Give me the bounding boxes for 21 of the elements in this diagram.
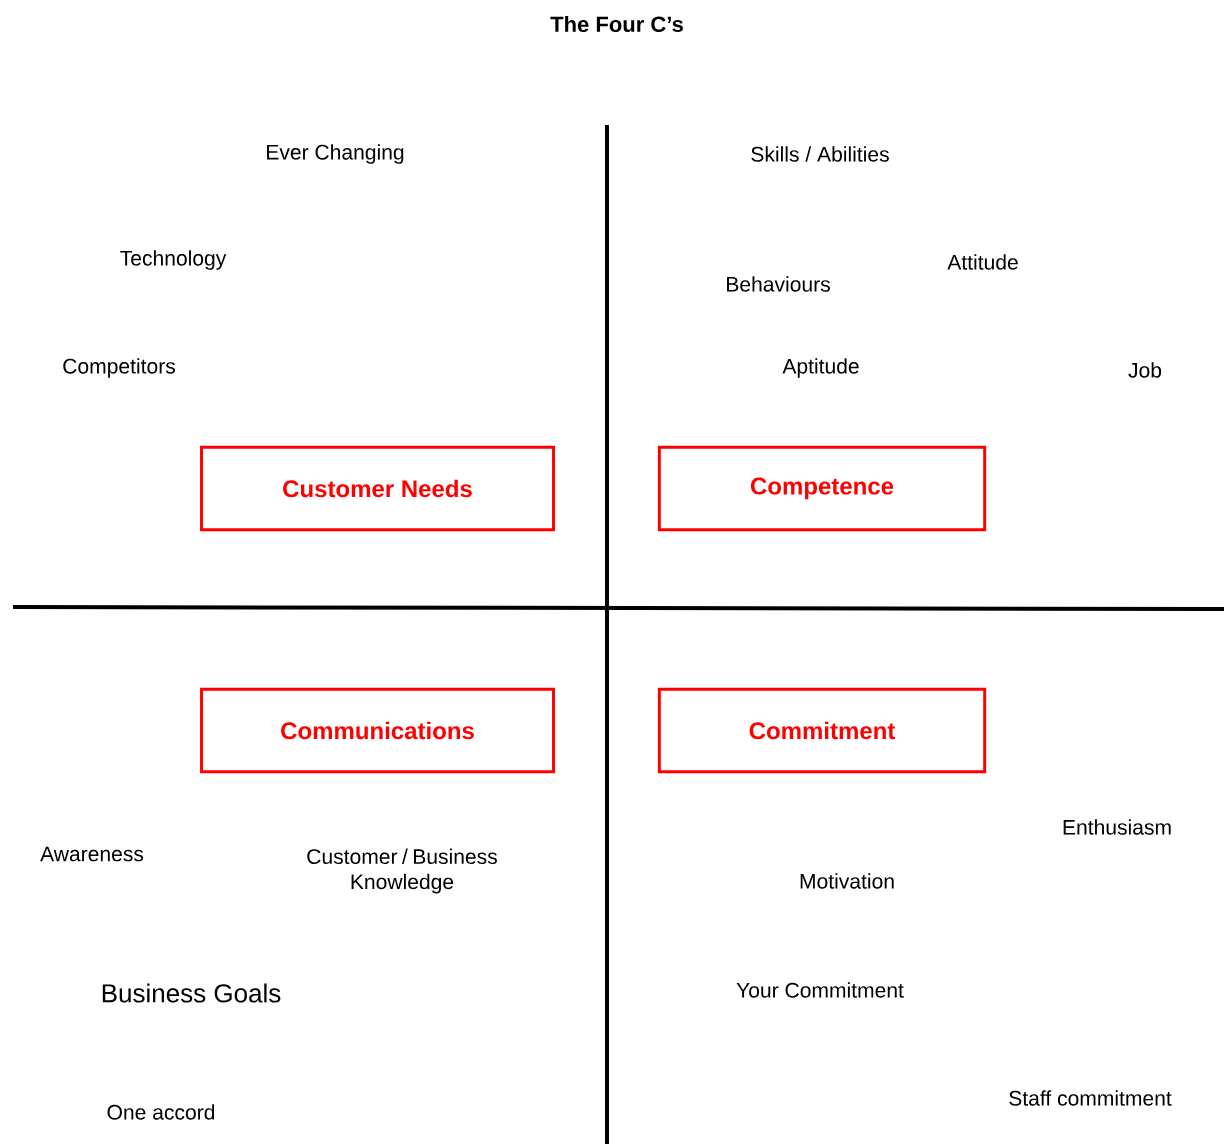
factor-label: Aptitude bbox=[782, 358, 859, 378]
factor-label: Attitude bbox=[947, 254, 1018, 270]
factor-label: Staff commitment bbox=[1009, 1090, 1172, 1106]
factor-label: Technology bbox=[120, 250, 227, 270]
category-box: Communications bbox=[200, 687, 555, 774]
category-box: Commitment bbox=[657, 687, 987, 774]
factor-label: Awareness bbox=[40, 846, 144, 862]
factor-label: Your Commitment bbox=[736, 982, 904, 998]
factor-label: Competitors bbox=[63, 358, 175, 378]
factor-label: Skills / Abilities bbox=[751, 146, 889, 162]
factor-label: Enthusiasm bbox=[1063, 819, 1171, 835]
factor-label: Job bbox=[1128, 362, 1162, 378]
category-box: Customer Needs bbox=[200, 445, 555, 532]
factor-label: Business Goals bbox=[102, 983, 281, 1003]
factor-label: Ever Changing bbox=[267, 144, 404, 164]
title: The Four C’s bbox=[550, 15, 683, 33]
factor-label: Customer / Business Knowledge bbox=[307, 848, 497, 894]
factor-label: One accord bbox=[107, 1104, 215, 1120]
factor-label: Motivation bbox=[800, 873, 894, 889]
category-box: Competence bbox=[657, 445, 987, 532]
factor-label: Behaviours bbox=[727, 276, 830, 292]
